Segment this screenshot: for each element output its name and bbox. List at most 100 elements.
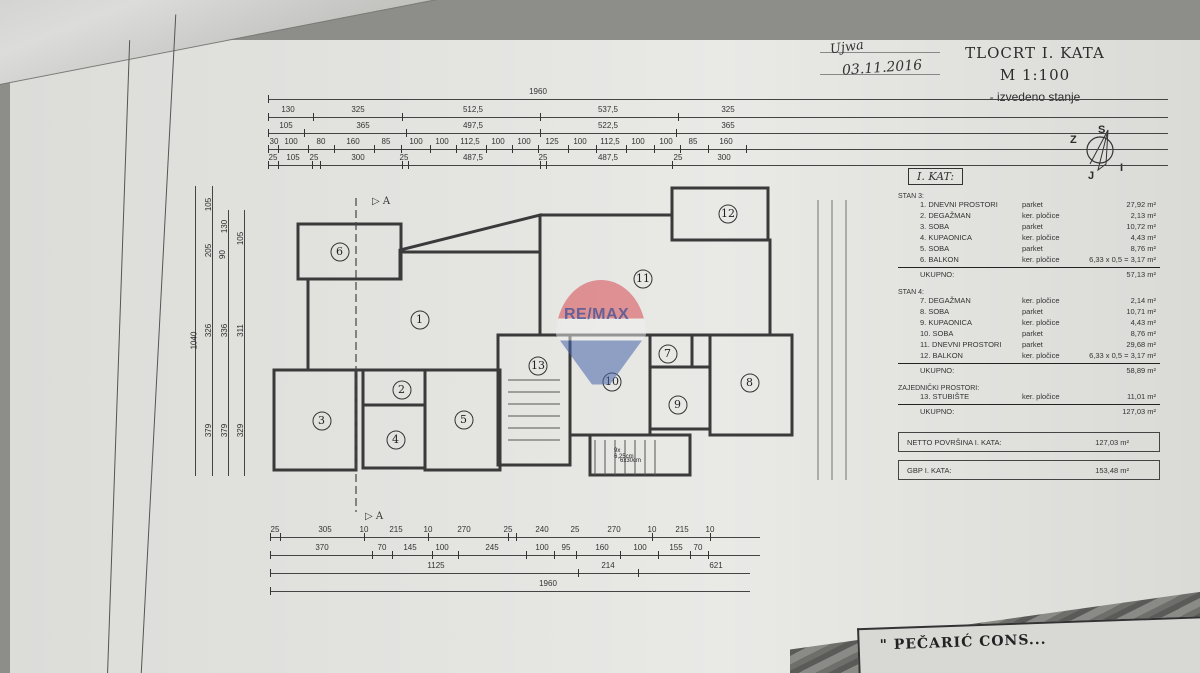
- compass-east: I: [1120, 162, 1124, 174]
- dimension-row: 1960: [268, 87, 1168, 103]
- dimension-label: 10: [423, 525, 433, 534]
- dimension-label: 621: [709, 561, 723, 570]
- dimension-label: 100: [284, 137, 298, 146]
- dimension-label: 325: [351, 105, 365, 114]
- dimension-label: 10: [647, 525, 657, 534]
- room-label: 4: [392, 433, 399, 446]
- title-block: TLOCRT I. KATA M 1:100 - izvedeno stanje: [950, 44, 1120, 104]
- dimension-label: 522,5: [597, 121, 619, 130]
- gbp-value: 153,48 m²: [1095, 466, 1129, 475]
- room-label: 9: [674, 398, 681, 411]
- dimension-label: 30: [269, 137, 279, 146]
- dimension-label: 487,5: [597, 153, 619, 162]
- room-label: 11: [636, 272, 650, 285]
- dimension-label: 270: [457, 525, 471, 534]
- dimension-label: 25: [538, 153, 548, 162]
- dimension-label: 80: [316, 137, 326, 146]
- dimension-label: 300: [717, 153, 731, 162]
- north-arrow-icon: S Z J I: [1068, 122, 1128, 182]
- dimension-label: 25: [399, 153, 409, 162]
- dimension-label: 85: [381, 137, 391, 146]
- vertical-dimension: 130 90 336 379: [218, 210, 229, 476]
- right-dimension-chains: [817, 200, 847, 480]
- dimension-label: 130: [281, 105, 295, 114]
- dimension-label: 1125: [427, 561, 445, 570]
- balloon-icon: [556, 280, 646, 385]
- dimension-label: 100: [535, 543, 549, 552]
- vertical-dimension: 1040: [189, 186, 198, 476]
- stamp-line: [820, 74, 940, 75]
- stair-annotation: 6x30cm: [620, 458, 642, 464]
- table-total-row: UKUPNO:127,03 m²: [898, 404, 1160, 418]
- dimension-row: 370 70 145 100 245 100 95 160 100 155 70: [270, 543, 760, 559]
- drawing-scale: M 1:100: [999, 66, 1071, 84]
- vertical-dimension: 105 205 326 379: [204, 186, 213, 476]
- dimension-label: 25: [270, 525, 280, 534]
- dimension-label: 100: [633, 543, 647, 552]
- dimension-label: 25: [503, 525, 513, 534]
- room-label: 1: [416, 313, 423, 326]
- dimension-label: 214: [601, 561, 615, 570]
- gbp-label: GBP I. KATA:: [907, 466, 952, 475]
- section-heading: STAN 3:: [898, 193, 924, 200]
- dimension-row: 1125 214 621: [270, 561, 750, 577]
- section-marker-bottom: ▷ A: [365, 511, 384, 522]
- gbp-area-box: GBP I. KATA: 153,48 m²: [898, 460, 1160, 480]
- dimension-label: 25: [309, 153, 319, 162]
- dimension-row: 25 305 10 215 10 270 25 240 25 270 10 21…: [270, 525, 760, 541]
- floor-heading: I. KAT:: [908, 168, 964, 185]
- dimension-label: 245: [485, 543, 499, 552]
- stamp-line: [820, 52, 940, 53]
- company-name: " PEČARIĆ CONS...: [879, 631, 1047, 654]
- dimension-label: 240: [535, 525, 549, 534]
- dimension-row: 25 105 25 300 25 487,5 25 487,5 25 300: [268, 153, 1168, 169]
- dimension-row: 1960: [270, 579, 750, 595]
- dimension-label: 155: [669, 543, 683, 552]
- drawing-title: TLOCRT I. KATA: [965, 44, 1105, 62]
- dimension-label: 537,5: [597, 105, 619, 114]
- dimension-label: 160: [346, 137, 360, 146]
- dimension-label: 100: [631, 137, 645, 146]
- room-label: 5: [460, 413, 467, 426]
- netto-area-box: NETTO POVRŠINA I. KATA: 127,03 m²: [898, 432, 1160, 452]
- dimension-row: 130 325 512,5 537,5 325: [268, 105, 1168, 121]
- vertical-dimension: 105 311 329: [236, 210, 245, 476]
- dimension-label: 85: [688, 137, 698, 146]
- compass-north: S: [1098, 124, 1106, 136]
- section-heading: ZAJEDNIČKI PROSTORI:: [898, 385, 980, 392]
- dimension-label: 25: [268, 153, 278, 162]
- dimension-label: 215: [389, 525, 403, 534]
- dimension-label: 10: [705, 525, 715, 534]
- dimension-label: 270: [607, 525, 621, 534]
- dimension-label: 100: [435, 543, 449, 552]
- dimension-label: 300: [351, 153, 365, 162]
- stair-annotation: 9x 6,25cm: [614, 448, 634, 460]
- dimension-label: 25: [570, 525, 580, 534]
- dimension-label: 10: [359, 525, 369, 534]
- dimension-label: 112,5: [600, 137, 620, 146]
- netto-value: 127,03 m²: [1095, 438, 1129, 447]
- table-total-row: UKUPNO:58,89 m²: [898, 363, 1160, 377]
- room-label: 3: [318, 414, 325, 427]
- approval-stamp: Ujwa 03.11.2016: [790, 34, 940, 84]
- dimension-label: 100: [517, 137, 531, 146]
- dimension-label: 1960: [529, 87, 547, 96]
- dimension-label: 325: [721, 105, 735, 114]
- dimension-label: 145: [403, 543, 417, 552]
- dimension-row: 30 100 80 160 85 100 100 112,5 100 100 1…: [268, 137, 1168, 153]
- dimension-label: 1960: [539, 579, 557, 588]
- table-total-row: UKUPNO:57,13 m²: [898, 267, 1160, 281]
- dimension-label: 70: [693, 543, 703, 552]
